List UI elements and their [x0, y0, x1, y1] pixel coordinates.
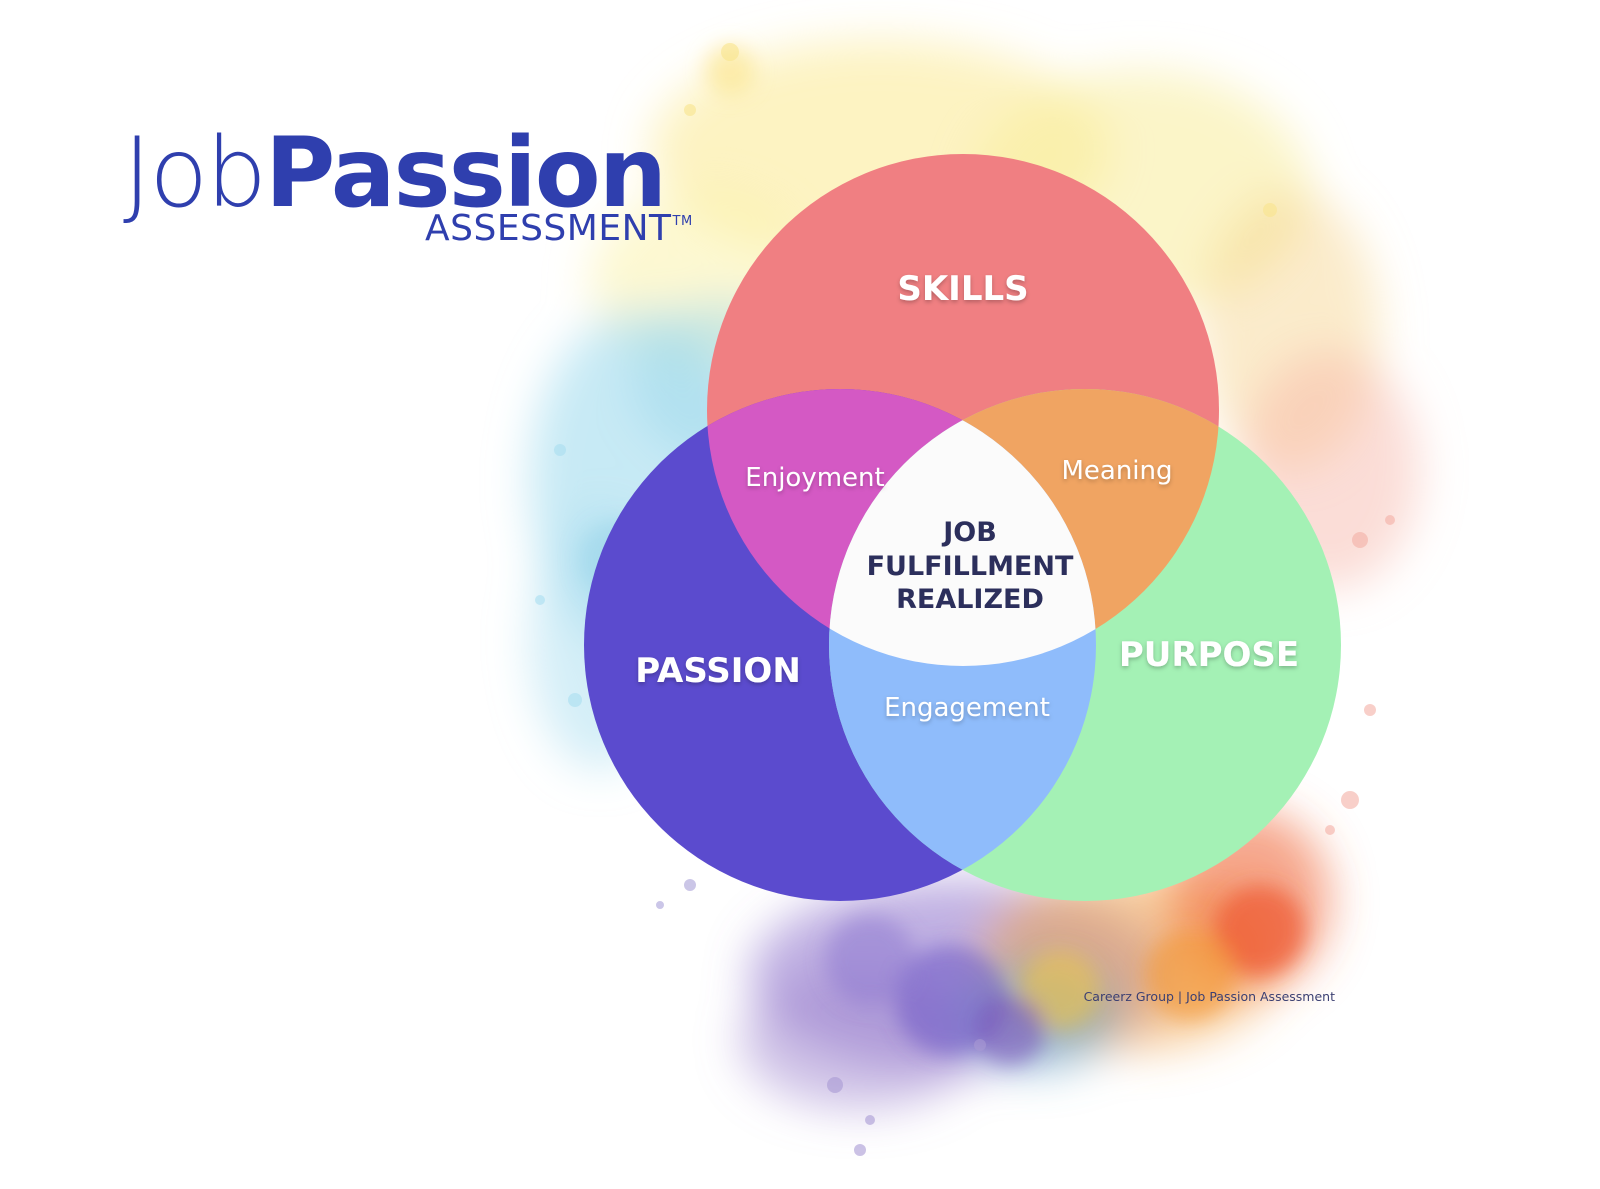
logo-subtitle-text: ASSESSMENT [425, 208, 672, 249]
meaning-label: Meaning [1061, 456, 1172, 486]
center-label: JOB FULFILLMENT REALIZED [867, 517, 1074, 615]
logo-subtitle: ASSESSMENTTM [425, 208, 693, 249]
job-passion-logo: JobPassion ASSESSMENTTM [123, 118, 743, 268]
logo-word-passion: Passion [264, 117, 667, 229]
center-label-line-1: JOB [941, 517, 997, 548]
logo-wordmark: JobPassion [123, 117, 667, 229]
engagement-label: Engagement [884, 693, 1050, 723]
passion-label: PASSION [635, 651, 801, 691]
purpose-label: PURPOSE [1119, 635, 1299, 675]
logo-word-job: Job [123, 117, 267, 229]
credit-line: Careerz Group | Job Passion Assessment [1083, 989, 1335, 1004]
trademark-mark: TM [672, 214, 693, 229]
enjoyment-label: Enjoyment [745, 463, 884, 493]
center-label-line-2: FULFILLMENT [867, 551, 1074, 582]
center-label-line-3: REALIZED [896, 584, 1044, 615]
skills-label: SKILLS [897, 269, 1028, 309]
